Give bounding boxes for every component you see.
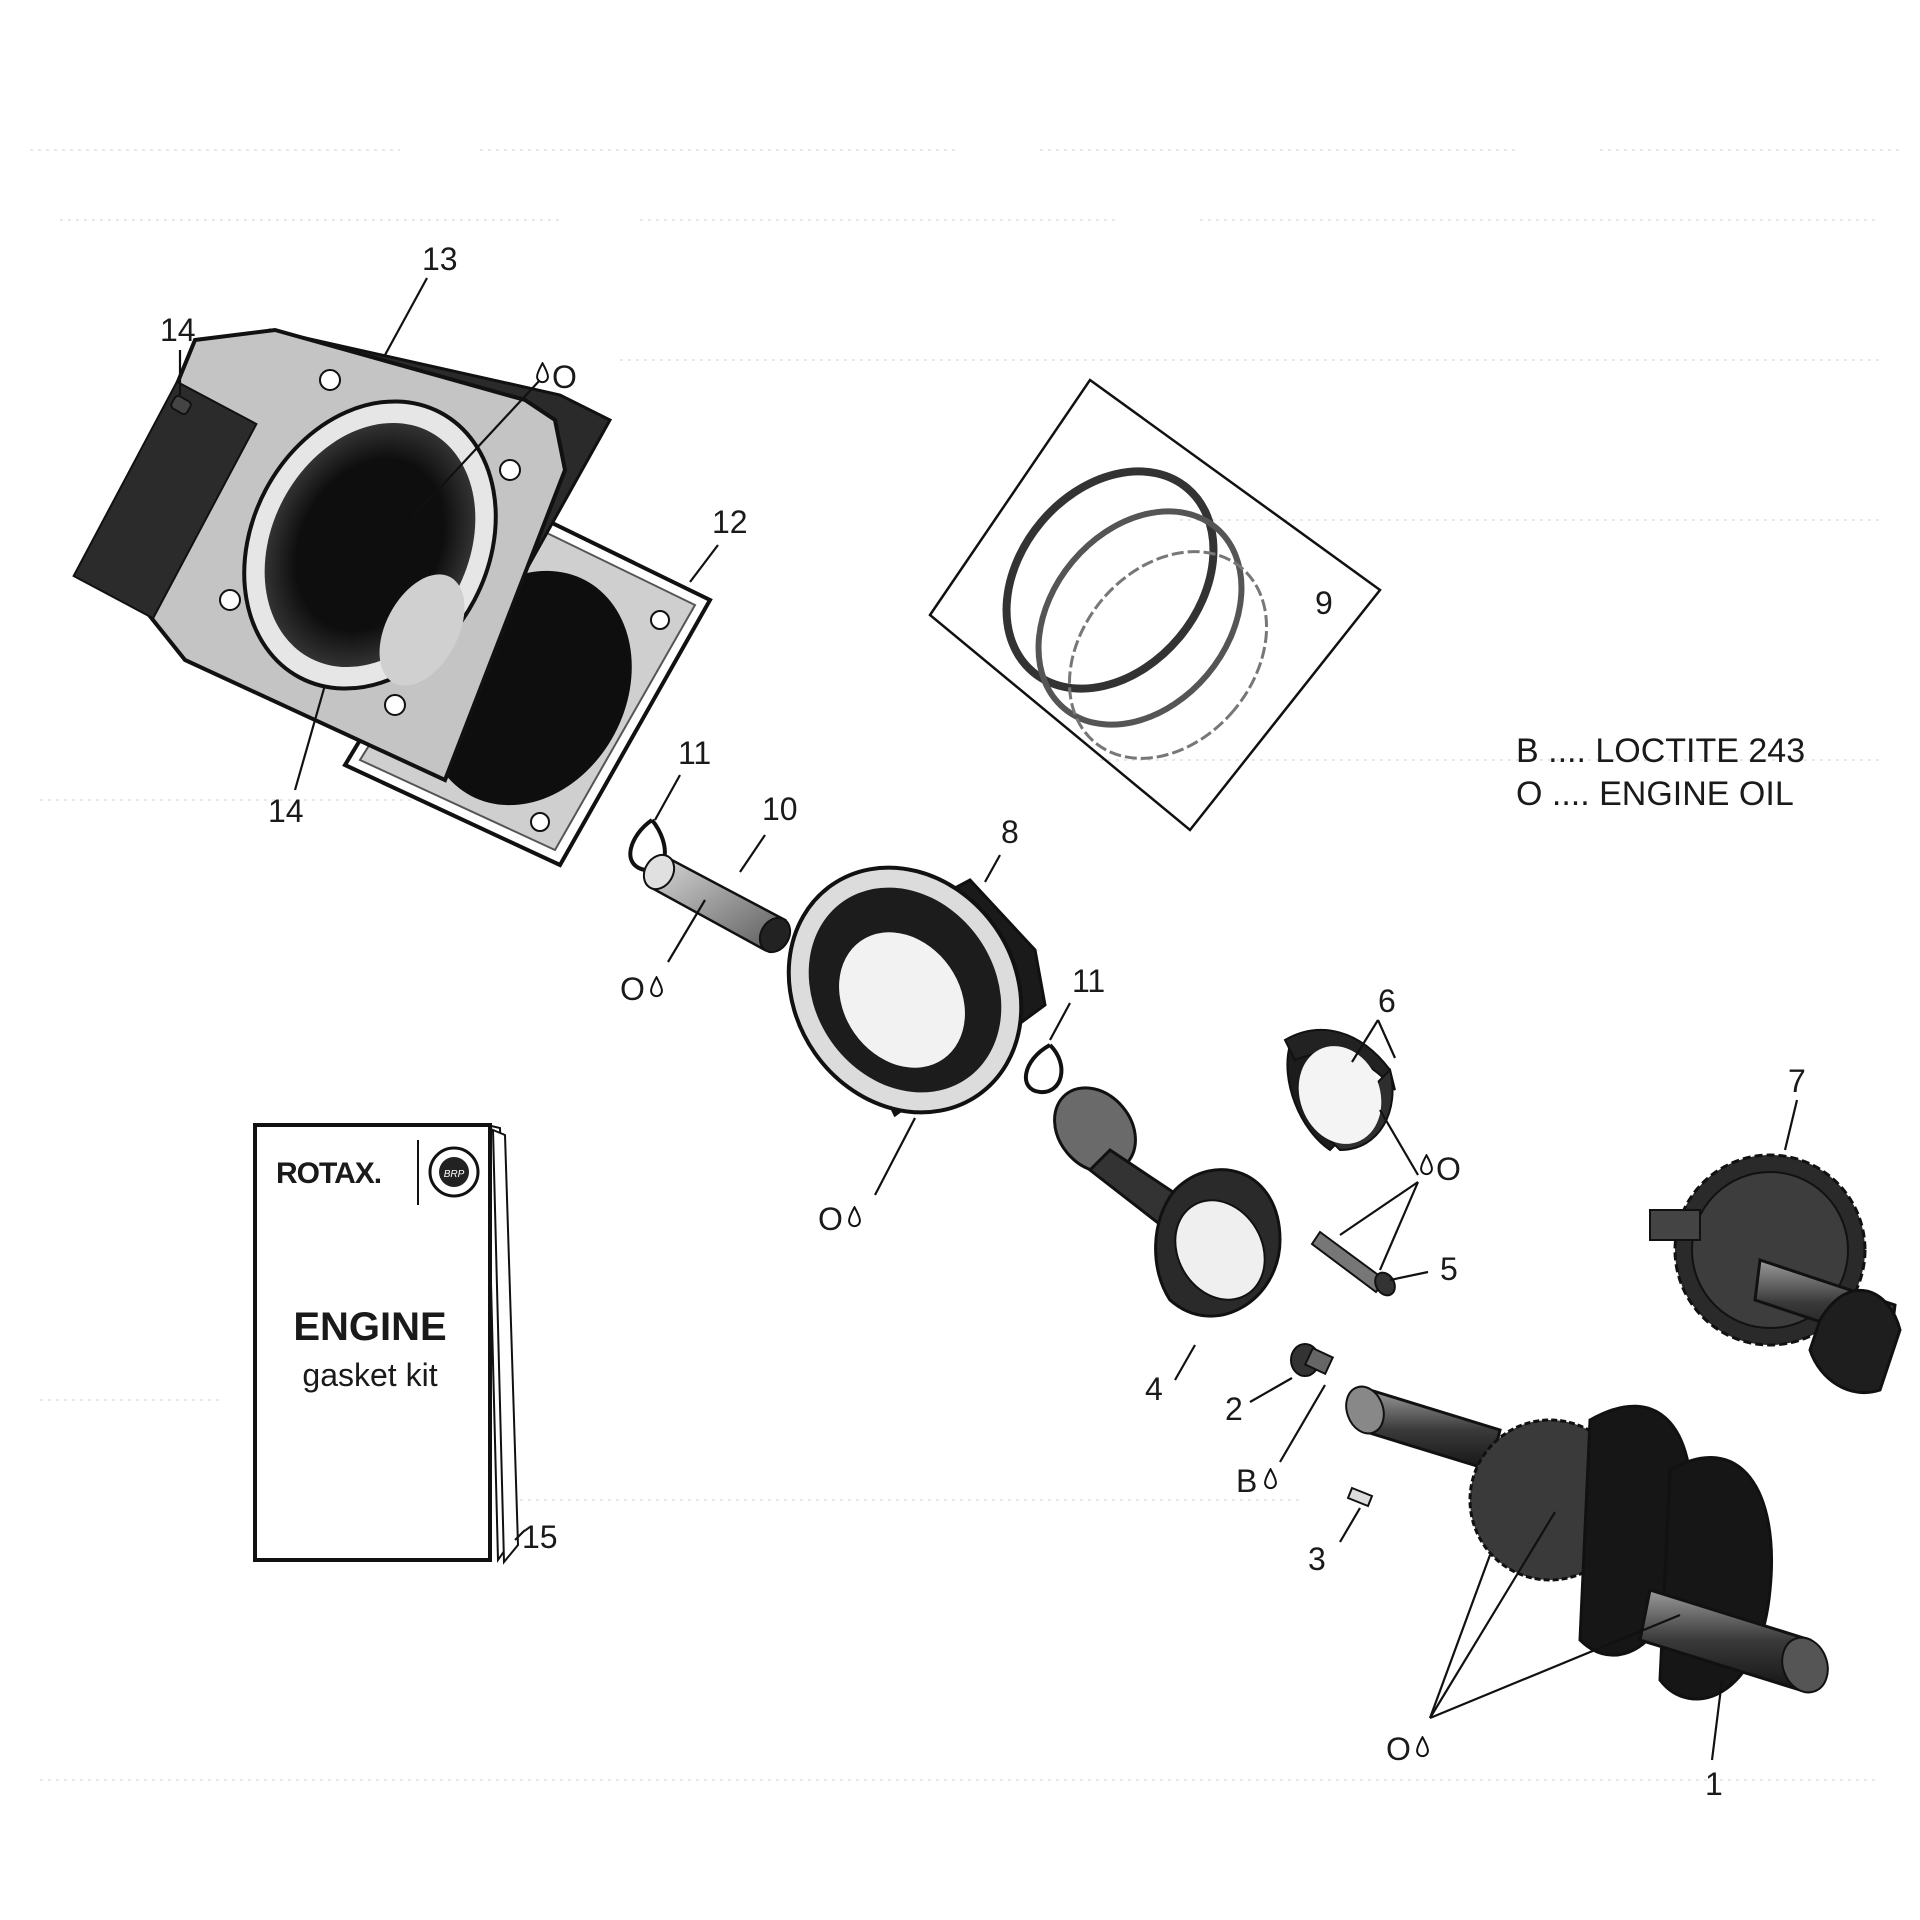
callout-11-right: 11 (1072, 963, 1105, 999)
manual-subtitle: gasket kit (302, 1357, 437, 1393)
callout-14-top: 14 (160, 312, 196, 348)
callout-15: 15 (522, 1519, 558, 1555)
crankshaft (1345, 1385, 1829, 1701)
svg-text:O: O (818, 1201, 843, 1237)
conrod-screw (1310, 1230, 1396, 1297)
svg-text:B: B (1236, 1463, 1257, 1499)
conrod-bearing (1283, 1029, 1396, 1152)
oil-marker-piston: O (818, 1201, 861, 1237)
callout-14-bottom: 14 (268, 793, 304, 829)
manual-title: ENGINE (293, 1305, 446, 1349)
callout-10: 10 (762, 791, 798, 827)
brp-logo-text: BRP (444, 1169, 465, 1180)
background-hatching (30, 149, 1900, 1781)
piston-pin-circlip-right (1023, 1043, 1064, 1095)
callout-4: 4 (1145, 1371, 1163, 1407)
piston (786, 865, 1047, 1118)
rotax-brand: ROTAX. (276, 1157, 381, 1190)
oil-marker-cylinder: O (536, 359, 577, 395)
plug-screw (1290, 1343, 1335, 1377)
callout-8: 8 (1001, 814, 1019, 850)
oil-marker-piston-pin: O (620, 971, 663, 1007)
svg-text:O: O (620, 971, 645, 1007)
balance-shaft (1649, 1153, 1902, 1395)
callout-6: 6 (1378, 983, 1396, 1019)
callout-11-left: 11 (678, 735, 711, 771)
dowel-pin (170, 394, 192, 416)
loctite-marker-plug-screw: B (1236, 1463, 1277, 1499)
callout-1: 1 (1705, 1766, 1723, 1802)
callout-5: 5 (1440, 1251, 1458, 1287)
svg-text:O: O (552, 359, 577, 395)
svg-text:O: O (1436, 1151, 1461, 1187)
callout-3: 3 (1308, 1541, 1326, 1577)
cylinder (72, 327, 613, 783)
callout-13: 13 (422, 241, 458, 277)
callout-7: 7 (1788, 1063, 1806, 1099)
engine-gasket-kit: BRP ROTAX. ENGINE gasket kit (253, 1123, 520, 1565)
legend-engine-oil: O .... ENGINE OIL (1516, 775, 1794, 813)
connecting-rod (1053, 1086, 1282, 1318)
oil-marker-crankshaft: O (1386, 1731, 1429, 1767)
piston-ring-set (928, 378, 1382, 832)
legend-loctite: B .... LOCTITE 243 (1516, 732, 1805, 770)
leader-lines (178, 277, 1799, 1761)
svg-text:O: O (1386, 1731, 1411, 1767)
callout-12: 12 (712, 504, 748, 540)
woodruff-key (1346, 1486, 1374, 1508)
callout-9: 9 (1315, 585, 1333, 621)
callout-2: 2 (1225, 1391, 1243, 1427)
piston-pin (642, 853, 792, 954)
oil-marker-bearing: O (1420, 1151, 1461, 1187)
